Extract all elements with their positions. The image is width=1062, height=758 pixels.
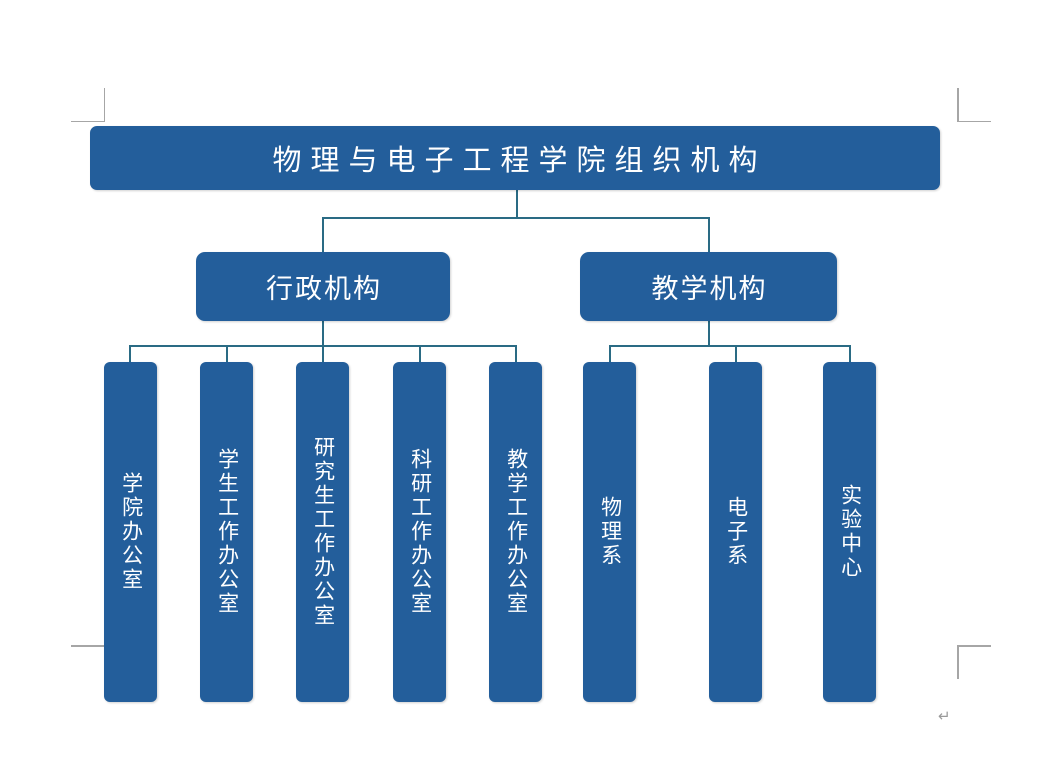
crop-mark-bottom-right (957, 645, 991, 679)
org-root-title-box[interactable]: 物理与电子工程学院组织机构 (90, 126, 940, 190)
crop-mark-top-right (957, 88, 991, 122)
org-branch-admin-box[interactable]: 行政机构 (196, 252, 450, 321)
paragraph-mark: ↵ (938, 707, 951, 725)
org-leaf-research-office[interactable]: 科研工作办公室 (393, 362, 446, 702)
org-leaf-electronics-department[interactable]: 电子系 (709, 362, 762, 702)
org-leaf-teaching-affairs-office[interactable]: 教学工作办公室 (489, 362, 542, 702)
connector-admin-drop-1 (129, 345, 131, 363)
connector-admin-drop-4 (419, 345, 421, 363)
connector-root-stem (516, 190, 518, 218)
connector-root-bus (322, 217, 710, 219)
crop-mark-bottom-left (71, 645, 105, 679)
org-leaf-physics-department[interactable]: 物理系 (583, 362, 636, 702)
org-branch-teaching-box[interactable]: 教学机构 (580, 252, 837, 321)
connector-teaching-drop-1 (609, 345, 611, 363)
connector-admin-stem (322, 321, 324, 346)
connector-teaching-bus (609, 345, 851, 347)
connector-admin-drop-3 (322, 345, 324, 363)
connector-teaching-drop-2 (735, 345, 737, 363)
connector-drop-teaching (708, 217, 710, 253)
org-leaf-experiment-center[interactable]: 实验中心 (823, 362, 876, 702)
crop-mark-top-left (71, 88, 105, 122)
connector-teaching-stem (708, 321, 710, 346)
connector-teaching-drop-3 (849, 345, 851, 363)
connector-drop-admin (322, 217, 324, 253)
connector-admin-drop-2 (226, 345, 228, 363)
org-leaf-college-office[interactable]: 学院办公室 (104, 362, 157, 702)
connector-admin-drop-5 (515, 345, 517, 363)
org-leaf-student-affairs-office[interactable]: 学生工作办公室 (200, 362, 253, 702)
org-leaf-graduate-affairs-office[interactable]: 研究生工作办公室 (296, 362, 349, 702)
